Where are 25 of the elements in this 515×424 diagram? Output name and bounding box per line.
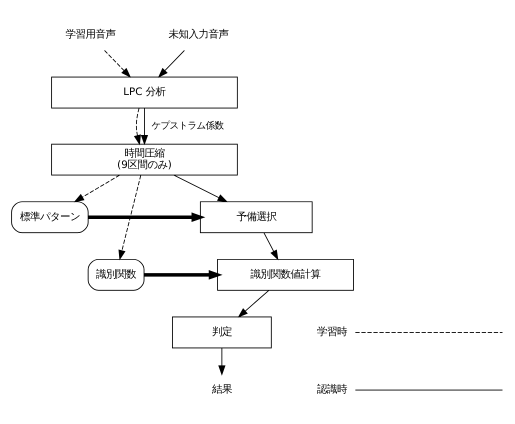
arrow: [88, 212, 206, 222]
arrow: [134, 107, 141, 145]
legend-label: 認識時: [316, 383, 347, 396]
node-box: 識別関数: [88, 258, 144, 290]
node-box: 予備選択: [200, 200, 313, 233]
node-text: 未知入力音声: [168, 28, 229, 40]
arrow: [238, 289, 270, 318]
edge-label: ケプストラム係数: [152, 120, 224, 131]
node-box: 時間圧縮 (9区間のみ): [51, 143, 238, 176]
arrow: [218, 347, 226, 376]
arrow: [104, 50, 132, 78]
node-box: LPC 分析: [51, 76, 238, 108]
arrow: [158, 50, 185, 78]
arrow: [140, 107, 148, 145]
legend-label: 学習時: [316, 326, 347, 338]
node-box: 識別関数値計算: [217, 258, 354, 290]
node-text: 結果: [212, 383, 232, 396]
arrow: [74, 174, 120, 202]
arrow: [173, 174, 228, 202]
node-text: 学習用音声: [65, 28, 116, 40]
node-box: 標準パターン: [11, 200, 89, 233]
arrow: [144, 270, 223, 280]
node-box: 判定: [172, 316, 272, 348]
arrow: [118, 174, 142, 260]
arrow: [264, 232, 278, 260]
